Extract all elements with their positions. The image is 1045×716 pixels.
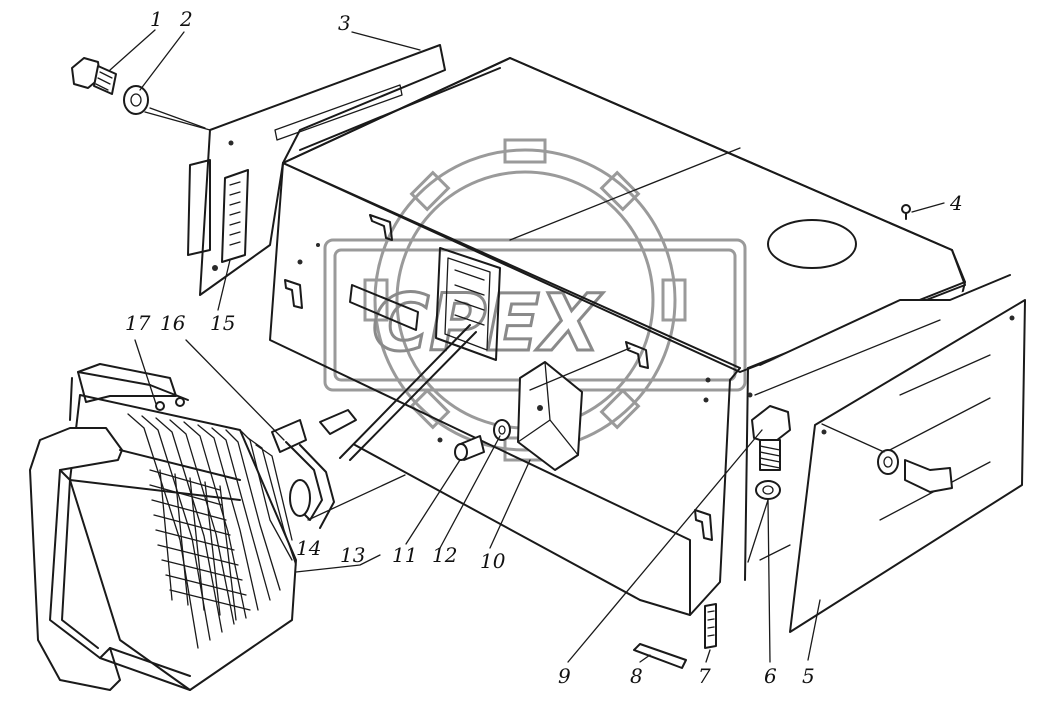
callout-11: 11 (392, 543, 417, 567)
spring-washer-6 (755, 480, 781, 500)
washer-12 (493, 419, 511, 441)
callout-10: 10 (480, 549, 506, 573)
strip-8 (633, 643, 687, 669)
heater-core-13 (69, 394, 297, 691)
callout-6: 6 (764, 664, 777, 688)
leader-lines (109, 29, 945, 663)
callout-15: 15 (210, 311, 235, 335)
bolt-1 (71, 57, 117, 95)
tube-14 (319, 324, 477, 461)
frame-17 (69, 363, 189, 421)
callout-1: 1 (150, 7, 163, 31)
callout-8: 8 (630, 664, 643, 688)
pad-10 (517, 361, 583, 471)
strip-7 (704, 603, 717, 649)
left-end-panel (187, 44, 446, 296)
callout-9: 9 (558, 664, 571, 688)
plug-11 (454, 435, 485, 461)
callout-5: 5 (802, 664, 815, 688)
screw-4 (901, 204, 911, 220)
front-shroud (29, 427, 241, 691)
callout-16: 16 (160, 311, 186, 335)
callout-12: 12 (432, 543, 457, 567)
callout-14: 14 (296, 536, 321, 560)
callout-labels: 1 2 3 4 5 6 7 8 9 10 11 12 13 14 15 16 1… (125, 7, 963, 688)
right-panel-bolt (877, 449, 953, 493)
callout-3: 3 (338, 11, 351, 35)
washer-2 (123, 85, 149, 115)
callout-2: 2 (179, 7, 193, 31)
callout-13: 13 (340, 543, 365, 567)
callout-7: 7 (698, 664, 711, 688)
watermark-gear-icon (323, 138, 747, 462)
callout-4: 4 (949, 191, 963, 215)
hose-16 (271, 419, 335, 529)
bolt-9 (751, 405, 791, 471)
callout-17: 17 (125, 311, 151, 335)
